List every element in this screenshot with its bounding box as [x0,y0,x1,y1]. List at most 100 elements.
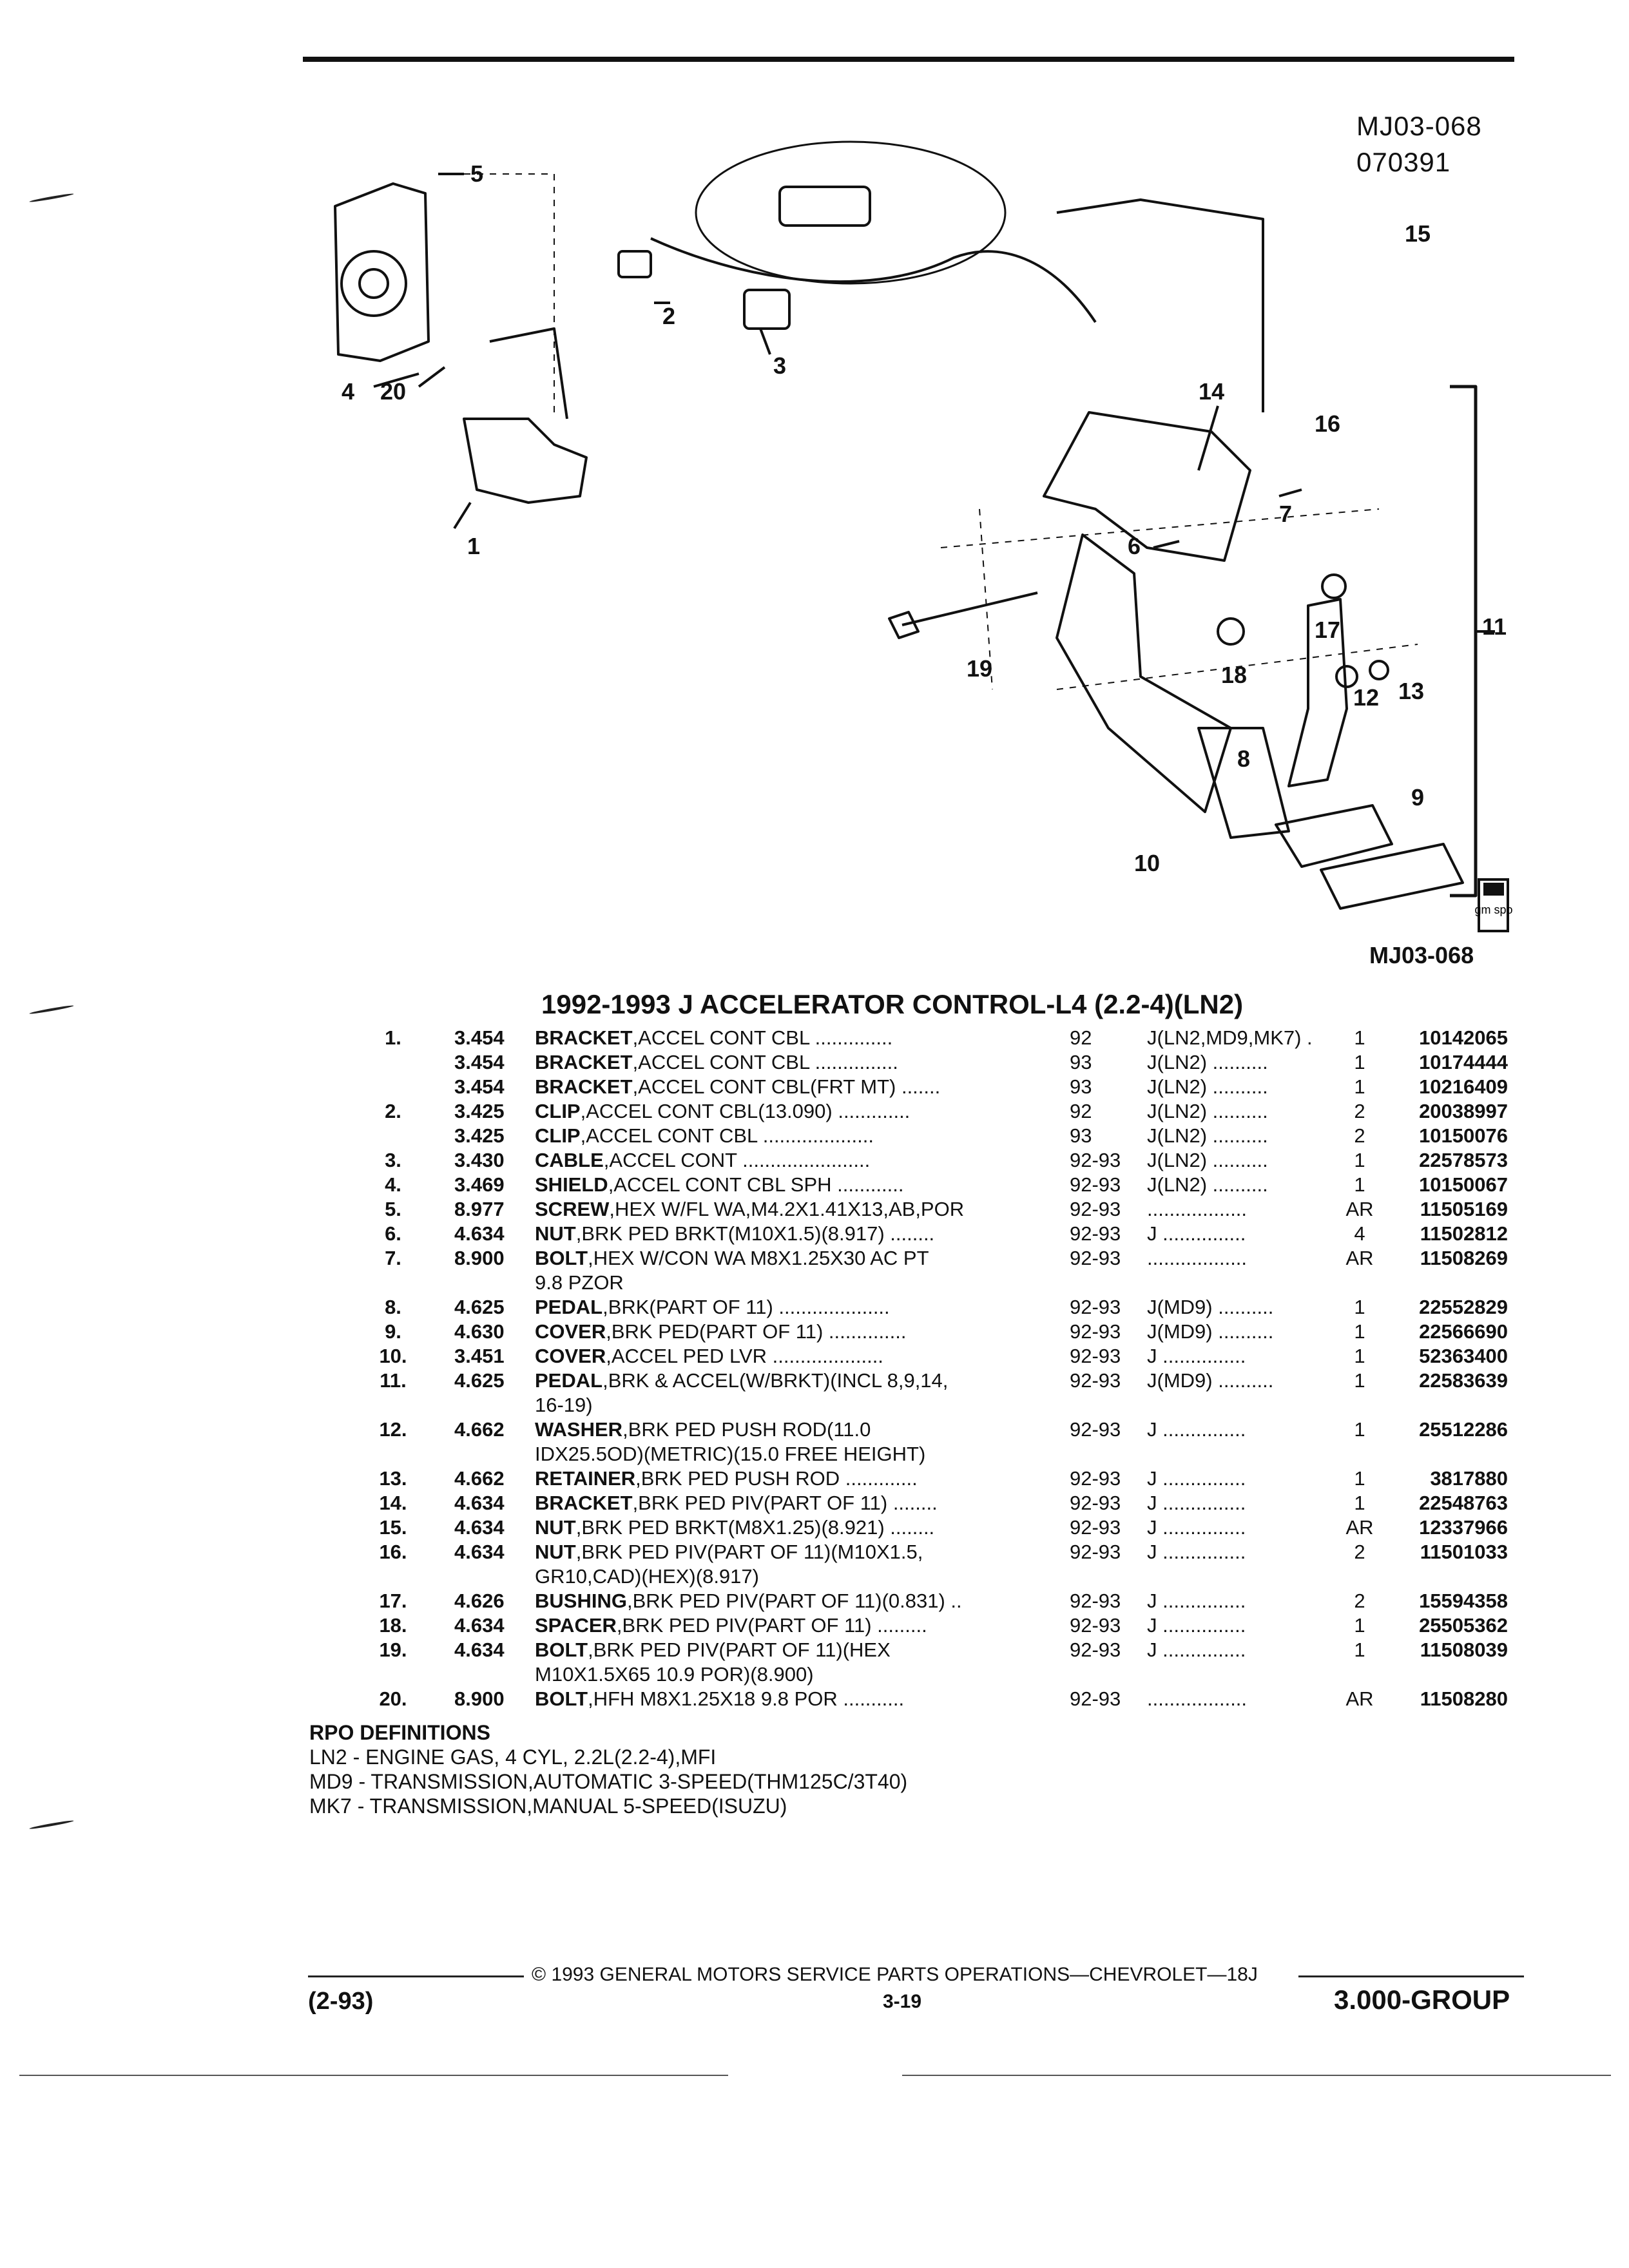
part-number: 20038997 [1419,1100,1508,1122]
group-number: 3.451 [454,1345,505,1367]
ref-number: 20. [379,1687,407,1710]
rpo-line: MK7 - TRANSMISSION,MANUAL 5-SPEED(ISUZU) [309,1794,787,1818]
rpo-usage: J(LN2) .......... [1147,1124,1268,1147]
model-year: 92-93 [1070,1492,1121,1514]
model-year: 92-93 [1070,1639,1121,1661]
part-number: 52363400 [1419,1345,1508,1367]
quantity: AR [1345,1516,1374,1539]
rpo-definitions: RPO DEFINITIONS LN2 - ENGINE GAS, 4 CYL,… [309,1720,907,1818]
callout-6: 6 [1128,533,1141,559]
part-name: SCREW [535,1198,610,1220]
part-name: NUT [535,1516,576,1539]
part-detail: ,BRK PED PIV(PART OF 11) ........ [632,1492,938,1514]
rpo-heading: RPO DEFINITIONS [309,1721,490,1744]
part-description: NUT,BRK PED BRKT(M8X1.25)(8.921) .......… [535,1515,1070,1540]
callout-9: 9 [1411,784,1424,811]
pivot-bolt-part [901,591,1038,626]
part-number: 11502812 [1420,1222,1508,1245]
date-code: 070391 [1356,147,1451,177]
part-name: BRACKET [535,1051,633,1073]
ref-number [351,1124,454,1148]
part-detail: ,BRK PED PIV(PART OF 11) ......... [616,1614,927,1637]
part-number: 3817880 [1430,1467,1508,1490]
model-year: 93 [1070,1051,1092,1073]
rpo-usage: J ............... [1147,1345,1246,1367]
rpo-usage: J(LN2) .......... [1147,1149,1268,1171]
part-description: BRACKET,ACCEL CONT CBL(FRT MT) ....... [535,1075,1070,1099]
group-number: 3.425 [454,1100,505,1122]
parts-row: 14. 4.634 BRACKET,BRK PED PIV(PART OF 11) … [351,1491,1508,1515]
group-number: 4.662 [454,1467,505,1490]
group-number: 3.454 [454,1026,505,1049]
part-name: NUT [535,1222,576,1245]
rpo-usage: J(LN2,MD9,MK7) . [1147,1026,1313,1049]
group-number: 4.634 [454,1222,505,1245]
quantity: 4 [1354,1222,1365,1245]
part-detail: ,HEX W/CON WA M8X1.25X30 AC PT [588,1247,929,1269]
part-description: BOLT,HFH M8X1.25X18 9.8 POR ........... [535,1687,1070,1711]
ref-number: 9. [385,1320,401,1343]
rpo-usage: J ............... [1147,1492,1246,1514]
group-number: 4.625 [454,1296,505,1318]
shield-part [334,182,430,362]
group-number: 4.626 [454,1590,505,1612]
ref-number: 14. [379,1492,407,1514]
callout-20: 20 [380,378,406,405]
footer-copyright: © 1993 GENERAL MOTORS SERVICE PARTS OPER… [532,1964,1258,1985]
group-number: 4.634 [454,1492,505,1514]
part-name: BRACKET [535,1026,633,1049]
footer-rule [1298,1975,1524,1977]
callout-4: 4 [342,378,354,405]
group-number: 8.900 [454,1247,505,1269]
rpo-usage: J ............... [1147,1467,1246,1490]
part-name: PEDAL [535,1296,603,1318]
ref-number: 5. [385,1198,401,1220]
part-detail: ,BRK PED BRKT(M10X1.5)(8.917) ........ [575,1222,935,1245]
part-description: NUT,BRK PED BRKT(M10X1.5)(8.917) .......… [535,1222,1070,1246]
quantity: 1 [1354,1492,1365,1514]
brake-pedal-cover [1275,804,1393,868]
pedal-bracket-part [1043,411,1251,562]
part-name: BRACKET [535,1492,633,1514]
rpo-line: LN2 - ENGINE GAS, 4 CYL, 2.2L(2.2-4),MFI [309,1745,717,1769]
group-number: 3.430 [454,1149,505,1171]
quantity: 2 [1354,1124,1365,1147]
rpo-usage: J ............... [1147,1590,1246,1612]
part-name: SPACER [535,1614,617,1637]
group-number: 3.425 [454,1124,505,1147]
model-year: 92-93 [1070,1467,1121,1490]
ref-number: 12. [379,1418,407,1441]
model-year: 92-93 [1070,1516,1121,1539]
parts-row: 3.454 BRACKET,ACCEL CONT CBL(FRT MT) ....… [351,1075,1508,1099]
quantity: AR [1345,1247,1374,1269]
quantity: 1 [1354,1026,1365,1049]
part-description: COVER,BRK PED(PART OF 11) .............. [535,1320,1070,1344]
group-number: 3.454 [454,1075,505,1098]
rpo-usage: .................. [1147,1687,1248,1710]
rpo-usage: J ............... [1147,1516,1246,1539]
catalog-title: 1992-1993 J ACCELERATOR CONTROL-L4 (2.2-… [541,989,1244,1019]
part-detail: ,ACCEL CONT CBL SPH ............ [608,1173,904,1196]
figure-code-below: MJ03-068 [1369,942,1474,968]
ref-number: 7. [385,1247,401,1269]
part-description: BRACKET,BRK PED PIV(PART OF 11) ........ [535,1491,1070,1515]
model-year: 92-93 [1070,1296,1121,1318]
part-detail: ,ACCEL CONT CBL .................... [580,1124,874,1147]
model-year: 92-93 [1070,1198,1121,1220]
part-number: 25512286 [1419,1418,1508,1441]
part-name: BRACKET [535,1075,633,1098]
bottom-edge-rule [19,2075,728,2076]
quantity: 1 [1354,1467,1365,1490]
part-description: PEDAL,BRK(PART OF 11) ..................… [535,1295,1070,1320]
part-detail-continued: 16-19) [535,1394,593,1416]
part-detail: ,ACCEL CONT CBL(13.090) ............. [580,1100,911,1122]
